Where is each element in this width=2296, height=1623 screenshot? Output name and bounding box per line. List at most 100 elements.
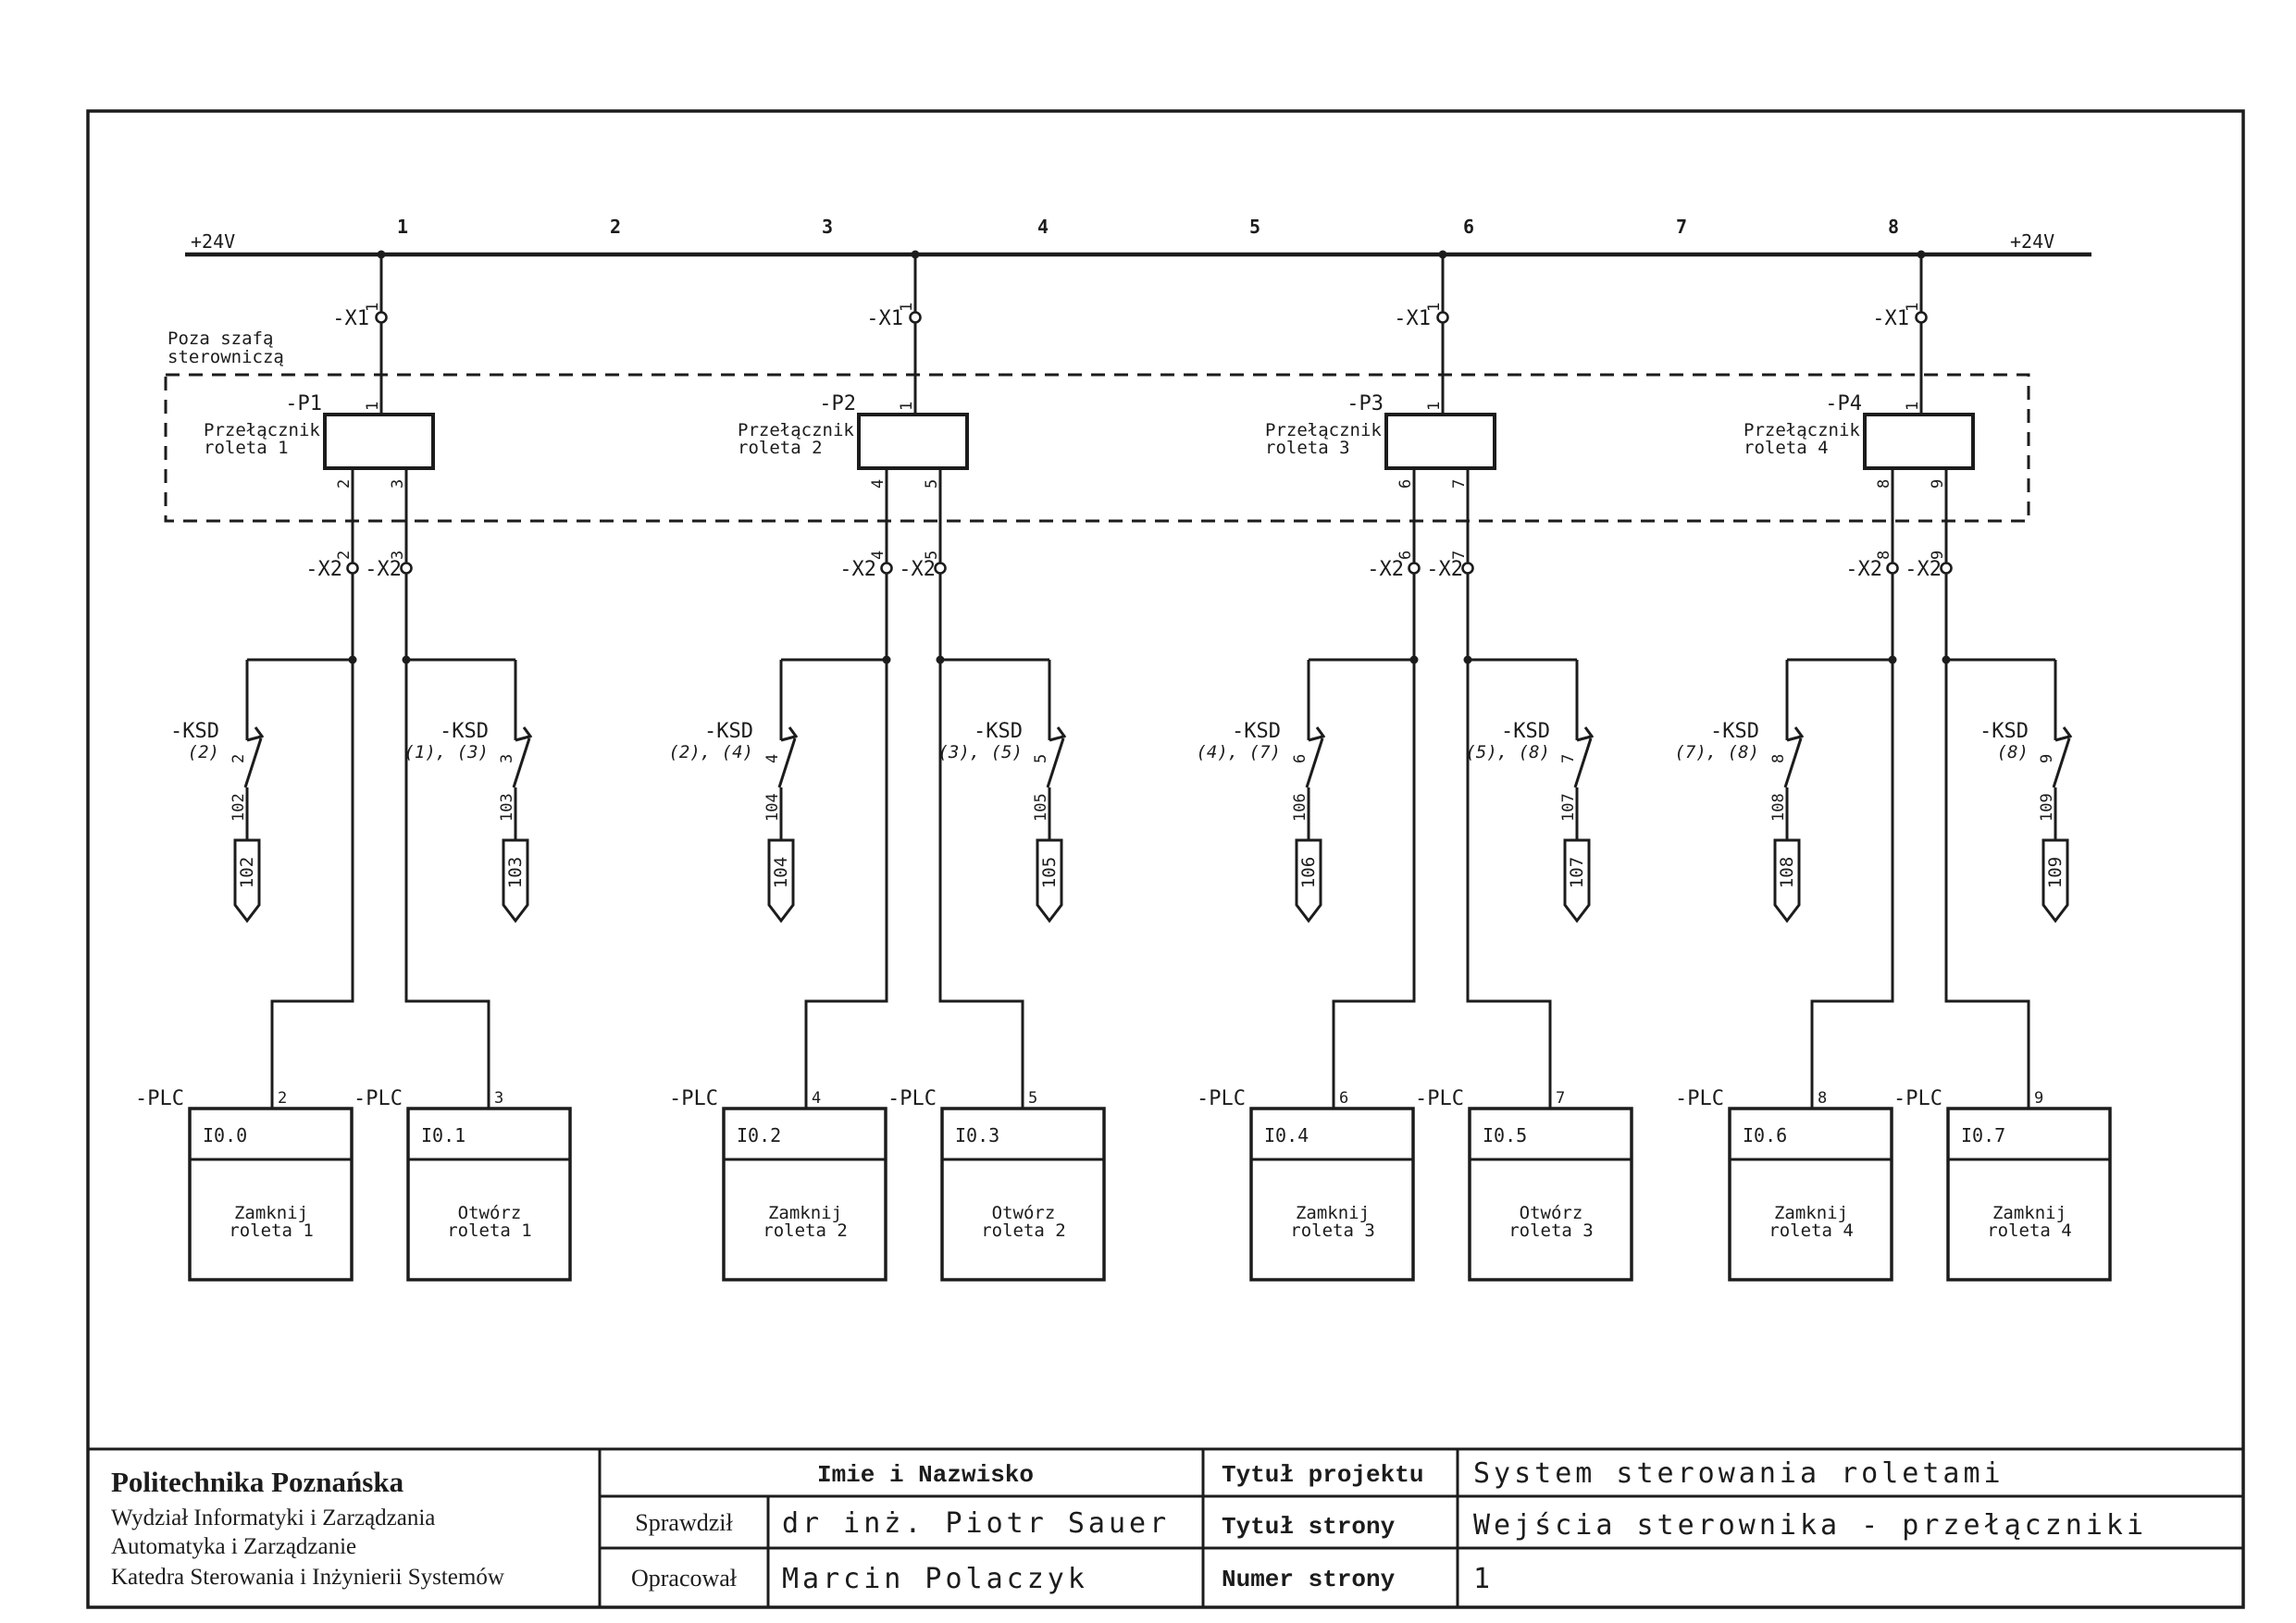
left-wire <box>1307 468 1416 1109</box>
ksd-right-label: -KSD <box>440 720 489 743</box>
column-number-1: 1 <box>397 216 408 238</box>
plc-right-label: -PLC <box>1415 1087 1464 1110</box>
ksd-right-contact <box>512 726 533 788</box>
ksd-left-refs: (7), (8) <box>1674 742 1759 762</box>
plc-right-desc-line1: Otwórz <box>458 1203 522 1223</box>
switch-pin-right: 5 <box>923 479 941 489</box>
switch-pin-right: 7 <box>1450 479 1469 489</box>
x2-right-terminal-label: -X2 <box>1905 558 1942 581</box>
switch-desc-line1: Przełącznik <box>204 420 320 440</box>
ksd-right-refs: (5), (8) <box>1465 742 1550 762</box>
plc-left-desc-line1: Zamknij <box>1296 1203 1370 1223</box>
ksd-left-wire-number: 104 <box>763 793 782 822</box>
wire-flag-right <box>1036 838 1063 923</box>
ksd-left-wire-number: 102 <box>230 793 248 822</box>
ksd-right-pin: 3 <box>498 754 516 763</box>
plc-input-box-right <box>1946 1107 2112 1282</box>
plc-left-desc-line1: Zamknij <box>1774 1203 1848 1223</box>
rail-junction-dot <box>911 250 920 259</box>
x1-terminal-label: -X1 <box>332 307 369 330</box>
plc-right-pin: 5 <box>1028 1089 1037 1108</box>
column-number-5: 5 <box>1249 216 1260 238</box>
x2-left-terminal-pin: 8 <box>1875 551 1893 560</box>
project-title-label: Tytuł projektu <box>1222 1461 1423 1489</box>
ksd-left-pin: 2 <box>230 754 248 763</box>
wire-flag-left <box>1295 838 1322 923</box>
ksd-left-contact <box>777 726 799 788</box>
ksd-left-label: -KSD <box>1232 720 1281 743</box>
ksd-left-pin: 6 <box>1291 754 1309 763</box>
x2-right-terminal-circle <box>1940 562 1953 575</box>
ksd-right-label: -KSD <box>974 720 1023 743</box>
checked-label: Sprawdził <box>635 1509 733 1536</box>
column-number-7: 7 <box>1676 216 1687 238</box>
switch-pin-top: 1 <box>364 402 382 411</box>
plc-left-desc-line1: Zamknij <box>768 1203 842 1223</box>
plc-right-desc-line2: roleta 1 <box>447 1220 532 1241</box>
x2-left-terminal-circle <box>1408 562 1421 575</box>
prepared-label: Opracował <box>631 1565 738 1592</box>
x1-terminal-pin: 1 <box>898 303 916 312</box>
plc-left-label: -PLC <box>669 1087 718 1110</box>
junction-dot-right <box>936 655 945 664</box>
ksd-left-contact <box>1783 726 1805 788</box>
x1-terminal-pin: 1 <box>364 303 382 312</box>
right-wire <box>404 468 517 1109</box>
circuit-group-roleta-4: -X1 1 1 -P4 Przełącznik roleta 4 8 9 -X2… <box>1674 250 2112 1282</box>
switch-pin-left: 4 <box>869 479 887 489</box>
ksd-right-wire-number: 103 <box>498 793 516 822</box>
x1-terminal-circle <box>375 311 388 324</box>
plc-input-box-right <box>406 1107 572 1282</box>
plc-right-input: I0.7 <box>1961 1124 2005 1146</box>
checked-name: dr inż. Piotr Sauer <box>782 1507 1170 1540</box>
plc-right-desc-line2: roleta 4 <box>1987 1220 2072 1241</box>
prepared-name: Marcin Polaczyk <box>782 1563 1088 1595</box>
plc-right-input: I0.3 <box>955 1124 999 1146</box>
column-number-8: 8 <box>1888 216 1899 238</box>
x1-terminal-label: -X1 <box>866 307 903 330</box>
wire-flag-left <box>767 838 795 923</box>
right-wire <box>1944 468 2057 1109</box>
plc-right-desc-line1: Otwórz <box>1520 1203 1583 1223</box>
plc-left-label: -PLC <box>135 1087 184 1110</box>
plc-left-pin: 8 <box>1818 1089 1827 1108</box>
plc-left-input: I0.6 <box>1743 1124 1787 1146</box>
plc-right-pin: 3 <box>494 1089 503 1108</box>
page-title-label: Tytuł strony <box>1222 1513 1396 1541</box>
switch-pin-left: 8 <box>1875 479 1893 489</box>
ksd-right-label: -KSD <box>1501 720 1550 743</box>
ksd-left-pin: 8 <box>1769 754 1788 763</box>
plc-left-desc-line1: Zamknij <box>234 1203 308 1223</box>
wire-flag-left-number: 102 <box>237 857 257 888</box>
x2-right-terminal-label: -X2 <box>1426 558 1463 581</box>
plc-right-pin: 7 <box>1556 1089 1565 1108</box>
switch-desc-line2: roleta 4 <box>1744 438 1829 458</box>
drawing-frame <box>86 109 2245 1609</box>
ksd-left-contact <box>243 726 265 788</box>
x2-right-terminal-pin: 3 <box>389 551 407 560</box>
plc-right-desc-line1: Otwórz <box>992 1203 1056 1223</box>
switch-label: -P1 <box>285 392 322 415</box>
switch-desc-line2: roleta 3 <box>1265 438 1350 458</box>
names-header: Imie i Nazwisko <box>817 1461 1034 1489</box>
ksd-left-refs: (2) <box>188 742 219 762</box>
ksd-right-refs: (8) <box>1997 742 2029 762</box>
x2-right-terminal-circle <box>934 562 947 575</box>
institution-name: Politechnika Poznańska <box>111 1466 404 1498</box>
x2-right-terminal-label: -X2 <box>365 558 402 581</box>
plc-right-desc-line2: roleta 3 <box>1508 1220 1594 1241</box>
switch-pin-left: 6 <box>1396 479 1415 489</box>
ksd-right-refs: (1), (3) <box>403 742 489 762</box>
x2-left-terminal-circle <box>1886 562 1899 575</box>
junction-dot-left <box>1409 655 1419 664</box>
switch-box <box>857 413 969 470</box>
plc-right-label: -PLC <box>887 1087 937 1110</box>
plc-right-desc-line2: roleta 2 <box>981 1220 1066 1241</box>
switch-box <box>1863 413 1975 470</box>
power-rail-label-left: +24V <box>191 230 235 253</box>
plc-input-box-right <box>940 1107 1106 1282</box>
plc-input-box-left <box>1249 1107 1415 1282</box>
rail-junction-dot <box>1438 250 1447 259</box>
x2-left-terminal-pin: 4 <box>869 551 887 560</box>
switch-pin-top: 1 <box>1425 402 1444 411</box>
